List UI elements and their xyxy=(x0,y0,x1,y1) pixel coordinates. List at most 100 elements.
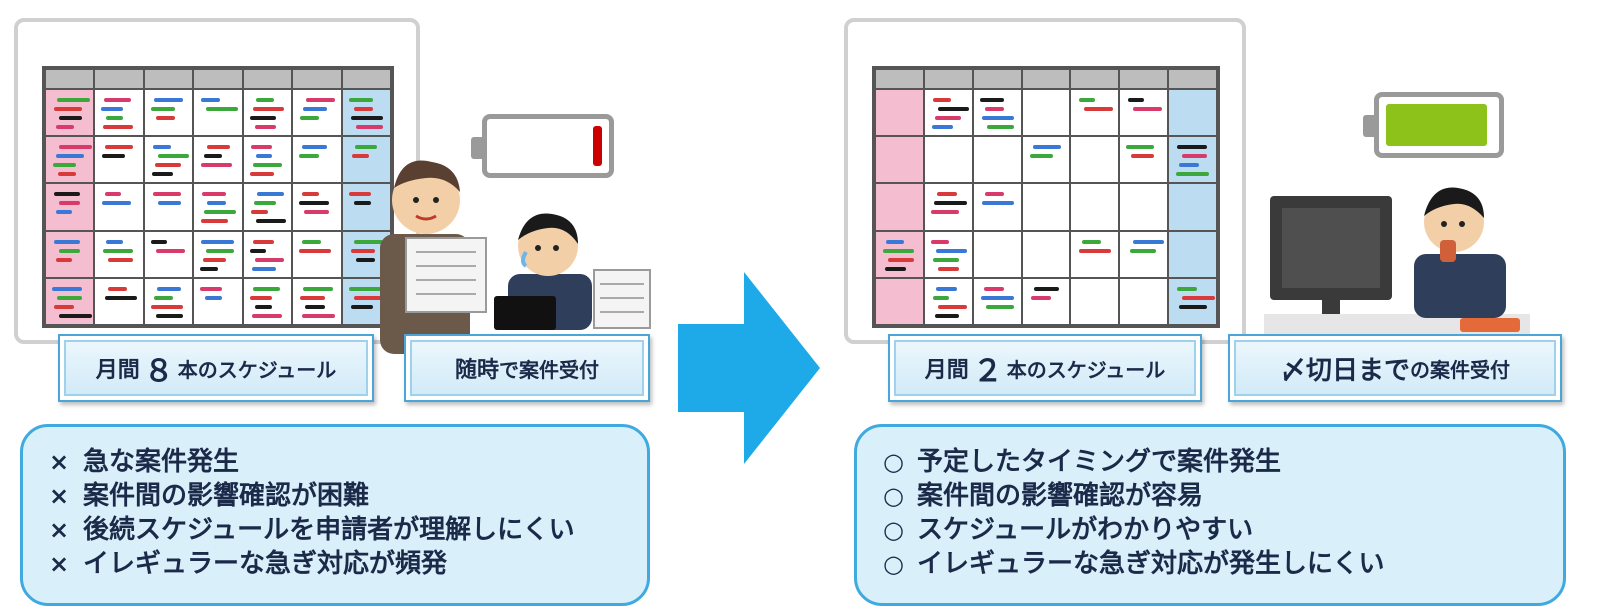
schedule-scribble xyxy=(1179,163,1200,168)
calendar-day-cell xyxy=(342,184,390,230)
calendar-day-cell xyxy=(1120,231,1168,277)
schedule-scribble xyxy=(56,125,74,129)
calendar-day-cell xyxy=(95,184,143,230)
schedule-scribble xyxy=(354,145,377,150)
issue-text: 後続スケジュールを申請者が理解しにくい xyxy=(83,515,575,545)
schedule-scribble xyxy=(300,116,320,120)
schedule-scribble xyxy=(152,192,181,197)
schedule-scribble xyxy=(302,192,320,197)
calendar-header-cell xyxy=(194,70,242,88)
calendar-day-cell xyxy=(194,137,242,183)
calendar-day-cell xyxy=(973,278,1021,324)
schedule-scribble xyxy=(934,313,959,318)
schedule-suffix: 本のスケジュール xyxy=(1006,357,1166,382)
before-issues-list: ×急な案件発生 ×案件間の影響確認が困難 ×後続スケジュールを申請者が理解しにく… xyxy=(49,445,647,581)
issue-item: ×案件間の影響確認が困難 xyxy=(49,479,647,513)
calendar-day-cell xyxy=(194,184,242,230)
schedule-scribble xyxy=(302,239,322,244)
issue-text: イレギュラーな急ぎ対応が頻発 xyxy=(83,549,448,579)
schedule-scribble xyxy=(105,192,122,197)
schedule-scribble xyxy=(303,107,328,111)
schedule-scribble xyxy=(150,107,175,111)
schedule-scribble xyxy=(53,163,76,168)
calendar-day-cell xyxy=(293,231,341,277)
calendar-day-cell xyxy=(924,137,972,183)
schedule-scribble xyxy=(353,239,383,244)
calendar-day-cell xyxy=(46,137,94,183)
calendar-day-cell xyxy=(46,184,94,230)
schedule-scribble xyxy=(1082,239,1102,244)
schedule-scribble xyxy=(1177,286,1198,291)
schedule-scribble xyxy=(103,125,134,129)
schedule-scribble xyxy=(1176,172,1210,177)
schedule-scribble xyxy=(204,154,223,159)
calendar-day-cell xyxy=(1022,90,1070,136)
schedule-scribble xyxy=(252,163,282,168)
schedule-scribble xyxy=(255,219,286,224)
calendar-day-cell xyxy=(973,184,1021,230)
schedule-scribble xyxy=(984,192,1004,197)
calendar-header-cell xyxy=(1022,70,1070,88)
calendar-header-cell xyxy=(293,70,341,88)
calendar-day-cell xyxy=(243,184,292,230)
schedule-scribble xyxy=(1032,145,1061,150)
schedule-scribble xyxy=(1079,248,1112,253)
cross-icon: × xyxy=(49,516,70,544)
calendar-day-cell xyxy=(1022,231,1070,277)
schedule-scribble xyxy=(303,286,334,291)
schedule-scribble xyxy=(353,201,371,206)
before-schedule-label: 月間 ８ 本のスケジュール xyxy=(58,334,374,402)
calendar-day-cell xyxy=(1071,137,1119,183)
battery-level xyxy=(593,126,602,166)
schedule-scribble xyxy=(155,116,175,120)
circle-icon: ○ xyxy=(883,482,904,510)
schedule-scribble xyxy=(105,295,138,300)
calendar-day-cell xyxy=(1169,231,1216,277)
schedule-scribble xyxy=(254,257,284,262)
schedule-scribble xyxy=(252,107,284,111)
before-battery-icon xyxy=(471,114,614,178)
calendar-day-cell xyxy=(876,90,923,136)
calendar-day-cell xyxy=(876,231,923,277)
calendar-day-cell xyxy=(924,278,972,324)
schedule-scribble xyxy=(1029,154,1053,159)
calendar-day-cell xyxy=(1120,90,1168,136)
calendar-day-cell xyxy=(46,90,94,136)
calendar-header-cell xyxy=(144,70,193,88)
schedule-scribble xyxy=(106,239,124,244)
schedule-scribble xyxy=(306,98,336,102)
schedule-scribble xyxy=(1133,107,1163,111)
calendar-header-cell xyxy=(973,70,1021,88)
schedule-scribble xyxy=(983,286,1004,291)
schedule-scribble xyxy=(936,192,957,197)
calendar-day-cell xyxy=(342,90,390,136)
schedule-scribble xyxy=(935,248,967,253)
desk-worker-figure xyxy=(1264,170,1530,334)
schedule-scribble xyxy=(252,286,280,291)
schedule-scribble xyxy=(888,257,914,262)
calendar-day-cell xyxy=(46,278,94,324)
schedule-scribble xyxy=(204,210,237,215)
schedule-scribble xyxy=(201,163,233,168)
schedule-scribble xyxy=(252,239,274,244)
schedule-scribble xyxy=(154,163,181,168)
schedule-scribble xyxy=(156,286,181,291)
calendar-day-cell xyxy=(194,278,242,324)
schedule-scribble xyxy=(150,239,167,244)
schedule-scribble xyxy=(101,107,124,111)
schedule-scribble xyxy=(205,295,223,300)
calendar-day-cell xyxy=(1071,278,1119,324)
schedule-scribble xyxy=(52,286,82,291)
benefit-item: ○案件間の影響確認が容易 xyxy=(883,479,1563,513)
schedule-scribble xyxy=(59,313,92,318)
calendar-day-cell xyxy=(876,137,923,183)
calendar-day-cell xyxy=(1169,137,1216,183)
cross-icon: × xyxy=(49,448,70,476)
calendar-day-cell xyxy=(876,184,923,230)
benefit-item: ○イレギュラーな急ぎ対応が発生しにくい xyxy=(883,547,1563,581)
schedule-scribble xyxy=(250,210,268,215)
calendar-header-cell xyxy=(1169,70,1216,88)
schedule-scribble xyxy=(1030,295,1051,300)
battery-nub xyxy=(1363,115,1375,137)
schedule-scribble xyxy=(932,295,949,300)
